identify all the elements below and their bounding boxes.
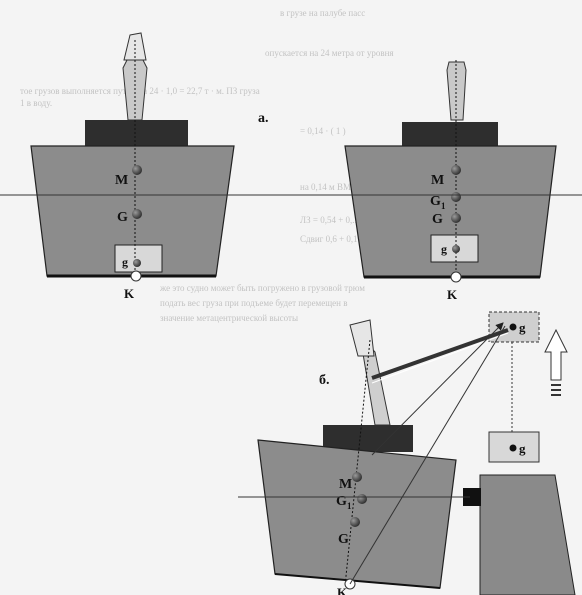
quay-block bbox=[479, 474, 576, 595]
label-m: M bbox=[115, 173, 128, 188]
vector-line bbox=[349, 325, 506, 585]
point-m bbox=[132, 165, 142, 175]
ship-a-right: M G 1 G g K bbox=[344, 60, 557, 302]
point-g-lifted bbox=[509, 323, 517, 331]
deck-house bbox=[85, 120, 188, 146]
point-g1 bbox=[357, 494, 367, 504]
crane-jib-edge bbox=[371, 332, 509, 384]
bg-line: в грузе на палубе пасс bbox=[280, 8, 366, 18]
panel-label-a: а. bbox=[258, 111, 269, 126]
label-k: K bbox=[337, 585, 348, 595]
heel-line bbox=[344, 339, 371, 587]
ship-b-heeled: M G 1 G K bbox=[257, 319, 509, 595]
label-g: G bbox=[432, 212, 443, 227]
keel-line bbox=[274, 573, 441, 589]
label-g1-sub: 1 bbox=[347, 501, 352, 511]
point-m bbox=[352, 472, 362, 482]
bg-line: подать вес груза при подъеме будет перем… bbox=[160, 298, 348, 308]
label-g: G bbox=[338, 532, 349, 547]
point-g bbox=[451, 213, 461, 223]
label-g1: G bbox=[336, 494, 347, 509]
bg-line: Сдвиг 0,6 + 0,1 bbox=[300, 234, 358, 244]
label-m: M bbox=[431, 173, 444, 188]
point-k bbox=[450, 271, 462, 283]
deck-house bbox=[402, 122, 498, 148]
quay-bollard bbox=[463, 488, 481, 506]
point-g bbox=[350, 517, 360, 527]
label-m: M bbox=[339, 477, 352, 492]
label-k: K bbox=[447, 287, 458, 302]
point-g1 bbox=[451, 192, 461, 202]
crane-jib bbox=[371, 328, 509, 380]
ship-a-left: M G g K bbox=[30, 32, 235, 301]
label-g1-sub: 1 bbox=[441, 201, 446, 211]
crane-top bbox=[349, 319, 375, 357]
label-k: K bbox=[124, 286, 135, 301]
point-g-cargo bbox=[452, 245, 460, 253]
point-g bbox=[132, 209, 142, 219]
label-g-cargo: g bbox=[122, 255, 128, 269]
point-g-original bbox=[509, 444, 517, 452]
bg-line: опускается на 24 метра от уровня bbox=[265, 48, 394, 58]
hull bbox=[257, 439, 457, 589]
vector-arrow bbox=[371, 322, 504, 456]
bg-line: ЛЗ = 0,54 + 0,... bbox=[300, 215, 360, 225]
point-m bbox=[451, 165, 461, 175]
label-g: G bbox=[117, 210, 128, 225]
bg-line: = 0,14 · ( 1 ) bbox=[300, 126, 346, 136]
label-g-original: g bbox=[519, 441, 526, 456]
bg-line: 1 в воду. bbox=[20, 98, 53, 108]
point-k bbox=[130, 270, 142, 282]
label-g-cargo: g bbox=[441, 242, 447, 256]
cargo-block bbox=[114, 244, 163, 273]
bg-line: же это судно может быть погружено в груз… bbox=[160, 283, 365, 293]
deck-house bbox=[323, 425, 413, 452]
bg-line: значение метацентрической высоты bbox=[160, 313, 298, 323]
label-g-lifted: g bbox=[519, 320, 526, 335]
bg-line: на 0,14 м ВМ bbox=[300, 182, 352, 192]
lift-arrow bbox=[544, 328, 568, 396]
crane-top bbox=[123, 32, 147, 61]
panel-label-b: б. bbox=[319, 373, 330, 388]
crane-mast bbox=[446, 61, 467, 121]
label-g1: G bbox=[430, 194, 441, 209]
point-g-cargo bbox=[133, 259, 141, 267]
